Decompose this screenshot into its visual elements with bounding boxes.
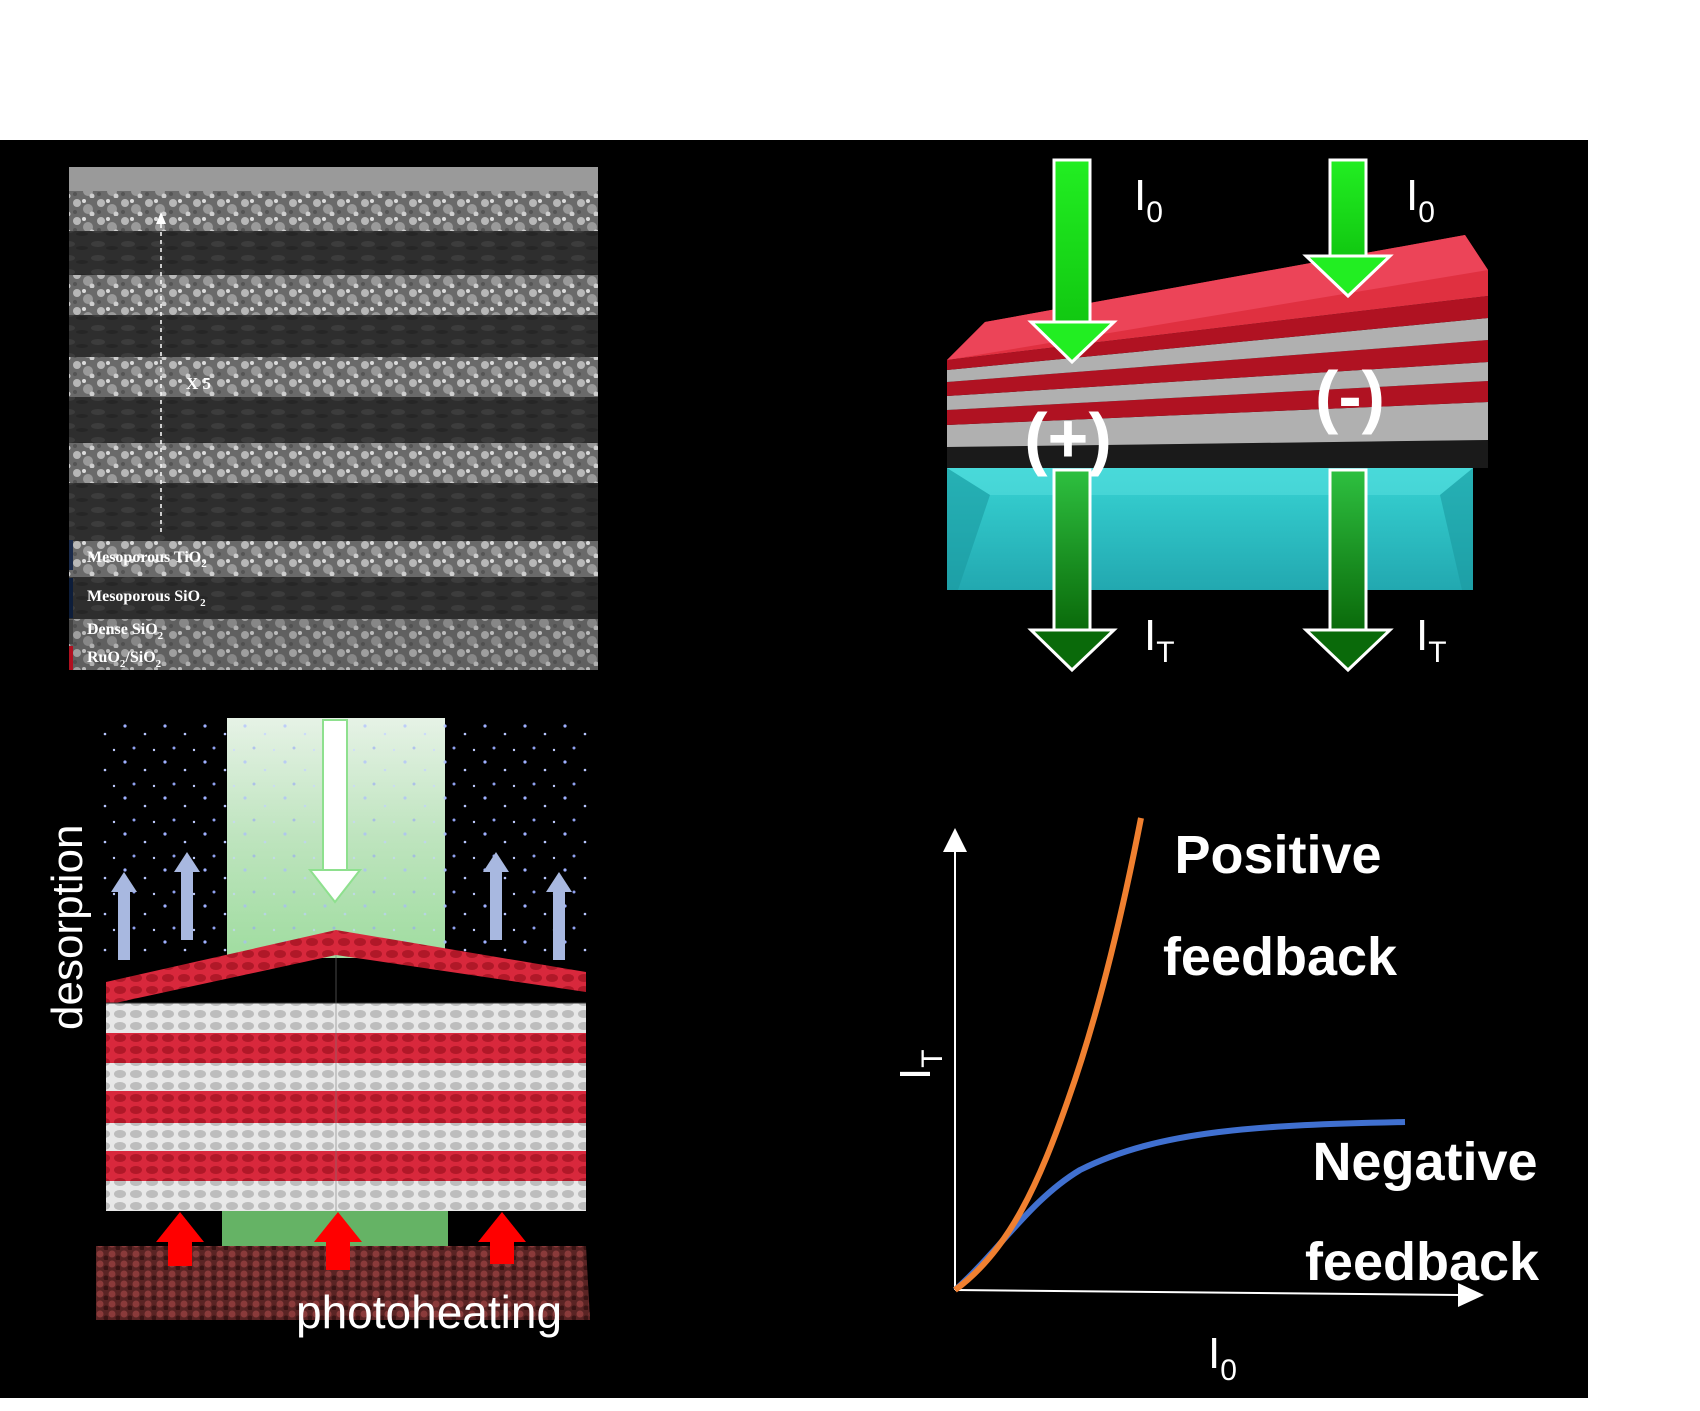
layer-label-dense-sio2: Dense SiO2 — [87, 621, 164, 642]
positive-label-2: feedback — [1163, 927, 1398, 987]
positive-label-1: Positive — [1174, 825, 1381, 885]
feedback-plot: IT I0 Positive feedback Negative feedbac… — [891, 817, 1540, 1387]
photothermal-diagram: desorption photoheating — [43, 718, 590, 1338]
legend-strip-tio2 — [69, 540, 73, 570]
sem-image: X 5 Mesoporous TiO2 Mesoporous SiO2 Dens… — [69, 167, 598, 670]
negative-label-1: Negative — [1312, 1132, 1537, 1192]
light-arrow — [307, 719, 363, 904]
layer-label-ruo2: RuO2/SiO2 — [87, 649, 162, 670]
incident-beam-left — [1027, 158, 1118, 365]
desorption-label: desorption — [43, 825, 92, 1030]
y-axis-label: IT — [891, 1049, 949, 1080]
legend-strip-ruo2 — [69, 646, 73, 670]
wedge-layer — [947, 402, 1488, 447]
incident-label-left: I0 — [1134, 171, 1163, 229]
legend-strip-dense — [69, 620, 73, 644]
positive-sign: (+) — [1024, 399, 1112, 477]
stack-diagram: I0 I0 IT IT (+) (-) — [947, 158, 1488, 673]
ruo2-substrate — [96, 1246, 590, 1320]
photoheating-label: photoheating — [296, 1286, 562, 1338]
x-axis-label: I0 — [1208, 1329, 1237, 1387]
transmitted-label-left: IT — [1144, 611, 1175, 669]
transmitted-beam-left — [1027, 468, 1118, 673]
incident-beam-right — [1302, 158, 1394, 299]
layer-label-meso-sio2: Mesoporous SiO2 — [87, 588, 206, 609]
x-axis — [954, 1289, 1461, 1296]
desorption-arrows — [111, 852, 572, 960]
heating-arrows — [156, 1212, 526, 1270]
transmitted-beam-right — [1302, 468, 1394, 673]
positive-curve — [953, 817, 1144, 1293]
transmitted-label-right: IT — [1416, 611, 1447, 669]
negative-label-2: feedback — [1305, 1232, 1540, 1292]
repeat-label: X 5 — [186, 374, 211, 393]
incident-label-right: I0 — [1406, 171, 1435, 229]
negative-sign: (-) — [1315, 357, 1385, 435]
legend-strip-sio2 — [69, 578, 73, 618]
layer-label-tio2: Mesoporous TiO2 — [87, 549, 207, 570]
